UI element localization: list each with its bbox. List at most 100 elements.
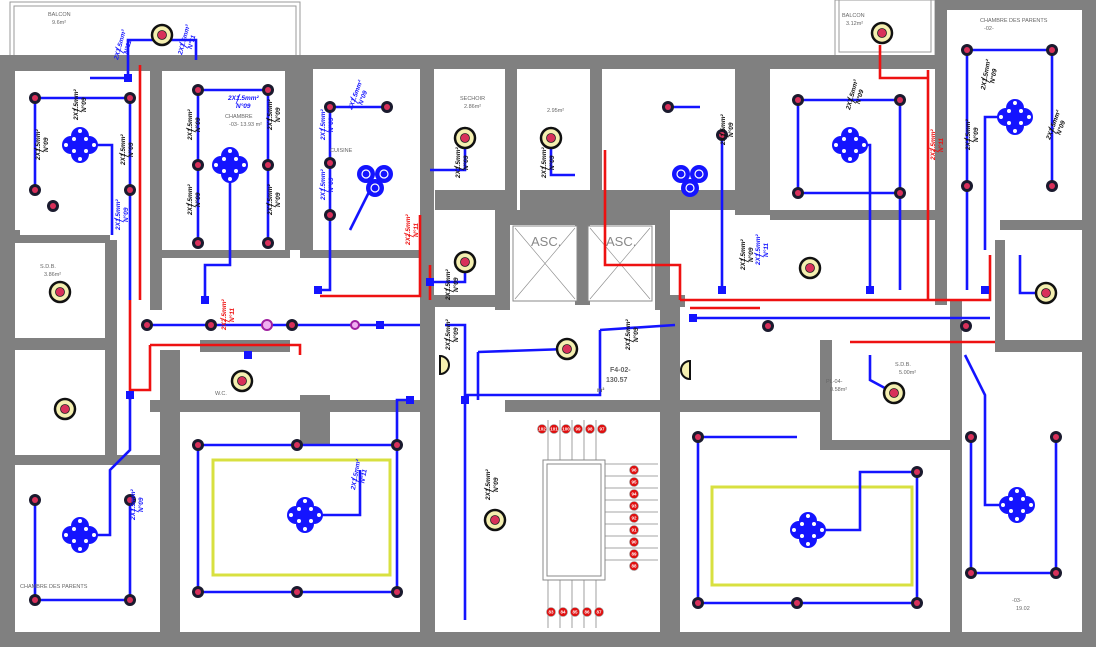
ceiling-light-icon bbox=[1046, 180, 1058, 192]
ceiling-light-icon bbox=[192, 439, 204, 451]
power-circuit-line bbox=[130, 345, 152, 392]
circuit-number: N°09 bbox=[274, 107, 282, 122]
cable-section: 2X1.5mm² bbox=[445, 268, 452, 301]
room-area: 2.95m² bbox=[547, 108, 564, 114]
elevator-shafts: ASC.ASC. bbox=[512, 225, 653, 302]
circuit-number: N°11 bbox=[412, 223, 420, 237]
ceiling-light-icon bbox=[286, 319, 298, 331]
stair-step-marker bbox=[629, 537, 639, 547]
ceiling-light-icon bbox=[192, 84, 204, 96]
ceiling-light-icon bbox=[391, 439, 403, 451]
chandelier-icon bbox=[62, 127, 98, 163]
chandelier-icon bbox=[790, 512, 826, 548]
room-area: 0.58m² bbox=[830, 387, 847, 393]
chandelier-icon bbox=[832, 127, 868, 163]
wall bbox=[160, 350, 180, 640]
ceiling-light-icon bbox=[262, 237, 274, 249]
power-circuit-line bbox=[878, 45, 928, 80]
circuit-number: N°09 bbox=[194, 117, 202, 132]
room-area: 3.86m² bbox=[44, 272, 61, 278]
ceiling-light-icon bbox=[1050, 567, 1062, 579]
cable-section: 2X1.5mm² bbox=[625, 318, 632, 351]
stair-step-marker bbox=[537, 424, 547, 434]
wall-light-icon bbox=[261, 319, 273, 331]
junction-box-icon bbox=[244, 351, 252, 359]
ceiling-light-icon bbox=[192, 159, 204, 171]
stair-number-right: 96 bbox=[631, 468, 637, 473]
apartment-area-unit: m² bbox=[597, 387, 604, 394]
stair-step-marker bbox=[558, 607, 568, 617]
chandelier-icon bbox=[62, 517, 98, 553]
ceiling-light-icon bbox=[324, 157, 336, 169]
power-circuit-line bbox=[603, 150, 682, 300]
lighting-circuit-line bbox=[599, 323, 676, 332]
room-name: BALCON bbox=[842, 13, 865, 19]
circuit-number: N°09 bbox=[327, 177, 335, 192]
cable-section: 2X1.5mm² bbox=[130, 488, 137, 521]
wall bbox=[150, 60, 162, 310]
ceiling-light-icon bbox=[262, 159, 274, 171]
wall bbox=[935, 0, 1096, 10]
room-area: 3.12m² bbox=[846, 21, 863, 27]
circuit-number: N°09 bbox=[274, 192, 282, 207]
room-label: -03-19.02 bbox=[1012, 598, 1030, 612]
balcony-outline bbox=[838, 0, 932, 53]
wall bbox=[420, 295, 510, 307]
circuit-number: N°11 bbox=[762, 243, 770, 257]
stair-number-right: 88 bbox=[631, 564, 637, 569]
pendant-light-icon bbox=[453, 126, 477, 150]
ceiling-light-icon bbox=[192, 237, 204, 249]
stair-number-right: 90 bbox=[631, 540, 637, 545]
stair-step-marker bbox=[561, 424, 571, 434]
pendant-light-icon bbox=[48, 280, 72, 304]
room-label: PL-04-0.58m² bbox=[826, 379, 847, 393]
stair-step-marker bbox=[629, 489, 639, 499]
lighting-circuit-line bbox=[305, 470, 362, 517]
room-area: 5.00m² bbox=[899, 370, 916, 376]
room-label: BALCON 3.12m² bbox=[842, 13, 865, 27]
stair-number-top: 98 bbox=[587, 427, 593, 432]
ceiling-light-icon bbox=[692, 431, 704, 443]
wall bbox=[600, 190, 735, 210]
stair-step-marker bbox=[597, 424, 607, 434]
cable-section: 2X1.5mm² bbox=[187, 183, 194, 216]
stair-step-marker bbox=[629, 561, 639, 571]
ceiling-light-icon bbox=[965, 431, 977, 443]
ceiling-light-icon bbox=[762, 320, 774, 332]
wall bbox=[15, 455, 160, 465]
ceiling-light-icon bbox=[29, 494, 41, 506]
wall bbox=[285, 60, 313, 250]
circuit-number: N°09 bbox=[80, 97, 88, 112]
ceiling-light-icon bbox=[391, 586, 403, 598]
room-label: CHAMBRE DES PARENTS-02- bbox=[980, 18, 1048, 32]
stair-number-right: 91 bbox=[631, 528, 637, 533]
circuit-number: N°09 bbox=[727, 122, 735, 137]
junction-box-icon bbox=[461, 396, 469, 404]
elevator-shaft: ASC. bbox=[587, 225, 653, 302]
balcony-outlines bbox=[9, 0, 936, 59]
room-name: BALCON bbox=[48, 12, 71, 18]
circuit-number: N°11 bbox=[358, 468, 368, 484]
stair-number-top: 101 bbox=[550, 427, 558, 432]
room-area: 9.6m² bbox=[52, 20, 66, 26]
circuit-number: N°09 bbox=[747, 247, 755, 262]
chandelier-icon bbox=[212, 147, 248, 183]
junction-box-icon bbox=[426, 278, 434, 286]
stair-number-right: 92 bbox=[631, 516, 637, 521]
wall bbox=[105, 240, 117, 460]
pendant-light-icon bbox=[539, 126, 563, 150]
pendant-light-icon bbox=[882, 381, 906, 405]
wall bbox=[505, 60, 517, 210]
stair-step-marker bbox=[582, 607, 592, 617]
ceiling-light-icon bbox=[1046, 44, 1058, 56]
stair-number-right: 95 bbox=[631, 480, 637, 485]
cable-section: 2X1.5mm² bbox=[267, 183, 274, 216]
